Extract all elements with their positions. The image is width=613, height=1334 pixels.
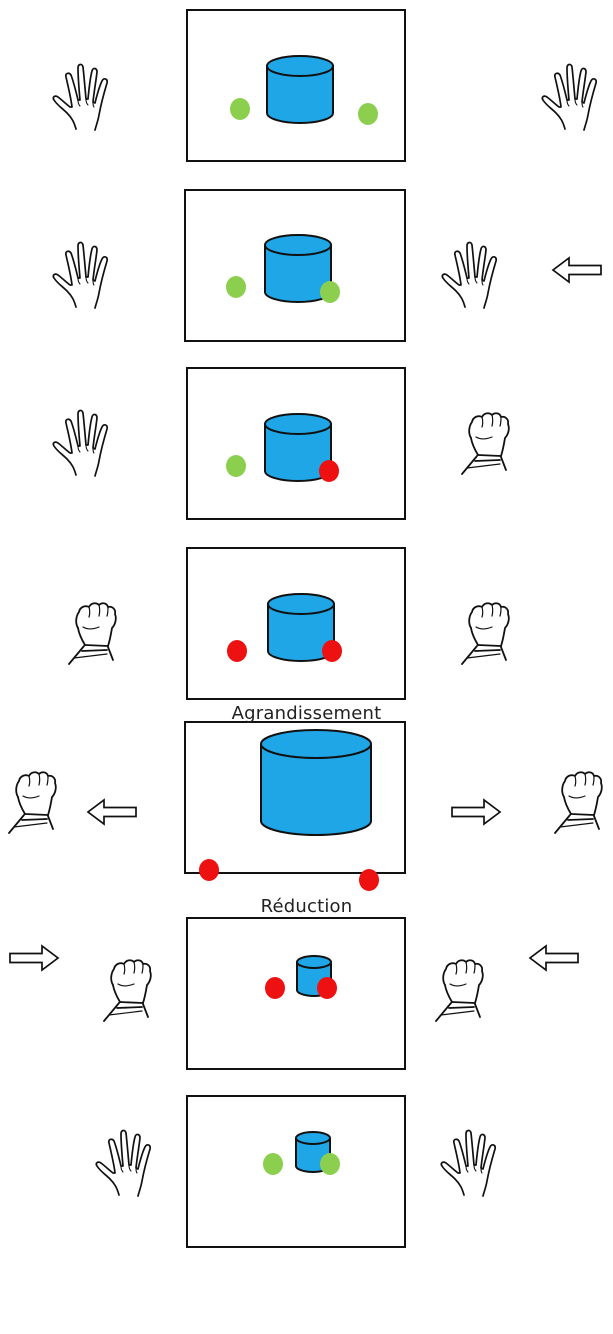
left-open-hand-icon bbox=[52, 241, 109, 309]
caption-enlarge: Agrandissement bbox=[231, 703, 382, 724]
left-motion-arrow-icon bbox=[87, 799, 137, 825]
right-motion-arrow-icon bbox=[529, 945, 579, 971]
cylinder-object bbox=[267, 593, 335, 662]
left-contact-dot bbox=[199, 859, 219, 881]
left-contact-dot bbox=[265, 977, 285, 999]
step-row-2 bbox=[52, 189, 602, 342]
right-fist-icon bbox=[461, 412, 510, 475]
right-contact-dot bbox=[359, 869, 379, 891]
cylinder-object bbox=[260, 729, 372, 836]
right-contact-dot bbox=[322, 640, 342, 662]
step-row-6 bbox=[9, 917, 579, 1070]
scene-frame bbox=[186, 1095, 406, 1248]
left-contact-dot bbox=[226, 276, 246, 298]
cylinder-top bbox=[295, 1131, 331, 1145]
cylinder-object bbox=[264, 413, 332, 482]
right-motion-arrow-icon bbox=[552, 257, 602, 283]
cylinder-top bbox=[267, 593, 335, 615]
right-fist-icon bbox=[435, 959, 484, 1022]
left-contact-dot bbox=[230, 98, 250, 120]
step-row-1 bbox=[52, 9, 598, 162]
cylinder-top bbox=[264, 413, 332, 435]
cylinder-top bbox=[266, 55, 334, 77]
right-contact-dot bbox=[319, 460, 339, 482]
left-fist-icon bbox=[103, 959, 152, 1022]
left-fist-icon bbox=[68, 602, 117, 665]
cylinder-top bbox=[264, 234, 332, 256]
cylinder-body bbox=[260, 743, 372, 836]
cylinder-top bbox=[260, 729, 372, 759]
right-open-hand-icon bbox=[440, 1129, 497, 1197]
right-contact-dot bbox=[320, 281, 340, 303]
step-row-7 bbox=[95, 1095, 497, 1248]
right-open-hand-icon bbox=[541, 63, 598, 131]
left-open-hand-icon bbox=[95, 1129, 152, 1197]
right-contact-dot bbox=[320, 1153, 340, 1175]
left-fist-icon bbox=[8, 771, 57, 834]
scene-frame bbox=[186, 917, 406, 1070]
right-fist-icon bbox=[461, 602, 510, 665]
step-row-5 bbox=[8, 721, 603, 891]
left-open-hand-icon bbox=[52, 409, 109, 477]
step-row-4 bbox=[68, 547, 510, 700]
right-open-hand-icon bbox=[441, 241, 498, 309]
right-contact-dot bbox=[317, 977, 337, 999]
right-fist-icon bbox=[554, 771, 603, 834]
left-open-hand-icon bbox=[52, 63, 109, 131]
left-contact-dot bbox=[263, 1153, 283, 1175]
cylinder-body bbox=[266, 65, 334, 124]
right-contact-dot bbox=[358, 103, 378, 125]
left-motion-arrow-icon bbox=[9, 945, 59, 971]
left-contact-dot bbox=[227, 640, 247, 662]
caption-reduce: Réduction bbox=[260, 896, 353, 917]
left-contact-dot bbox=[226, 455, 246, 477]
step-row-3 bbox=[52, 367, 510, 520]
right-motion-arrow-icon bbox=[451, 799, 501, 825]
cylinder-object bbox=[266, 55, 334, 124]
cylinder-top bbox=[296, 955, 332, 969]
